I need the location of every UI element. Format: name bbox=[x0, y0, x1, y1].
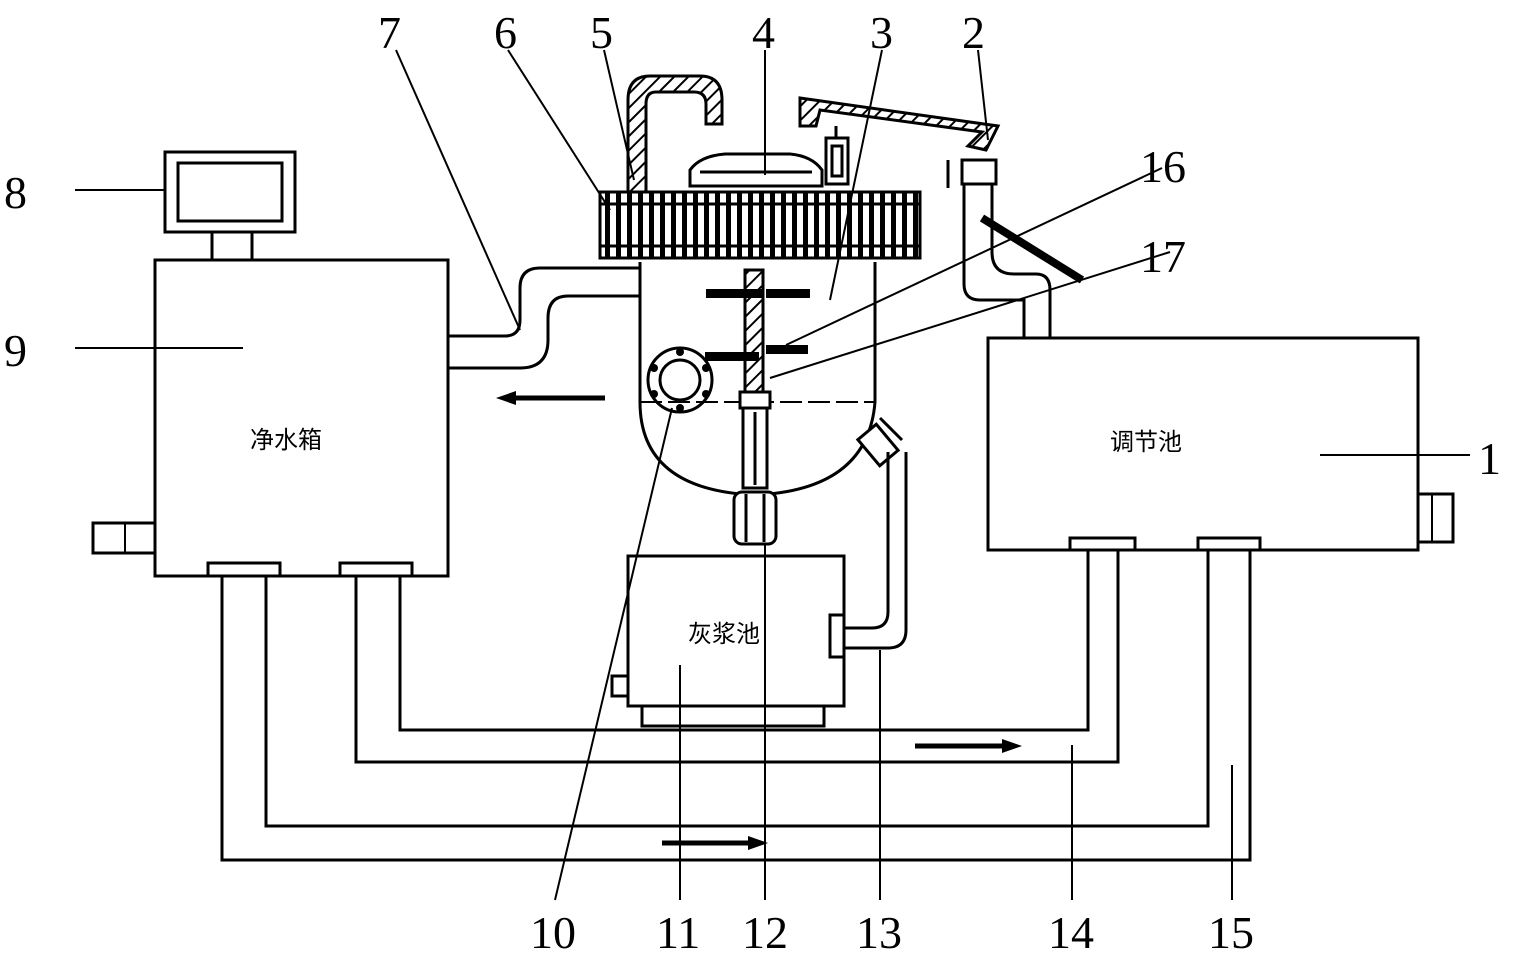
label-11: 11 bbox=[656, 907, 700, 958]
label-7: 7 bbox=[378, 7, 401, 58]
label-1: 1 bbox=[1478, 433, 1501, 484]
leader-lines bbox=[75, 49, 1470, 901]
slurry-tank-label: 灰浆池 bbox=[688, 620, 760, 648]
flange-port bbox=[646, 346, 714, 414]
regulating-tank-label: 调节池 bbox=[1110, 428, 1182, 456]
label-12: 12 bbox=[742, 907, 788, 958]
heat-sink-lid bbox=[598, 190, 922, 260]
vent-pipe bbox=[626, 74, 724, 194]
label-5: 5 bbox=[590, 7, 613, 58]
stirrer-blade-upper bbox=[706, 289, 762, 298]
label-6: 6 bbox=[494, 7, 517, 58]
label-9: 9 bbox=[4, 325, 27, 376]
top-cover bbox=[688, 152, 824, 188]
return-pipe bbox=[448, 266, 640, 338]
label-14: 14 bbox=[1048, 907, 1094, 958]
label-15: 15 bbox=[1208, 907, 1254, 958]
slurry-pipe bbox=[844, 452, 890, 630]
label-13: 13 bbox=[856, 907, 902, 958]
flow-arrows bbox=[496, 391, 1022, 850]
regulating-tank: 调节池 bbox=[986, 336, 1455, 552]
label-8: 8 bbox=[4, 167, 27, 218]
feed-arm bbox=[798, 96, 1052, 338]
dosing-nozzle bbox=[979, 214, 1085, 284]
clean-water-tank-label: 净水箱 bbox=[250, 426, 322, 454]
clean-water-tank: 净水箱 bbox=[91, 258, 450, 578]
label-16: 16 bbox=[1140, 141, 1186, 192]
label-10: 10 bbox=[530, 907, 576, 958]
motor bbox=[732, 490, 778, 546]
part-numbers: 1 2 3 4 5 6 7 8 9 10 11 12 13 14 15 16 1… bbox=[4, 7, 1501, 958]
label-3: 3 bbox=[870, 7, 893, 58]
label-17: 17 bbox=[1140, 231, 1186, 282]
slurry-tank: 灰浆池 bbox=[610, 554, 846, 728]
reactor-vessel bbox=[638, 262, 904, 546]
bottom-pipes bbox=[220, 550, 1252, 862]
label-4: 4 bbox=[752, 7, 775, 58]
control-monitor bbox=[163, 150, 297, 262]
label-2: 2 bbox=[962, 7, 985, 58]
